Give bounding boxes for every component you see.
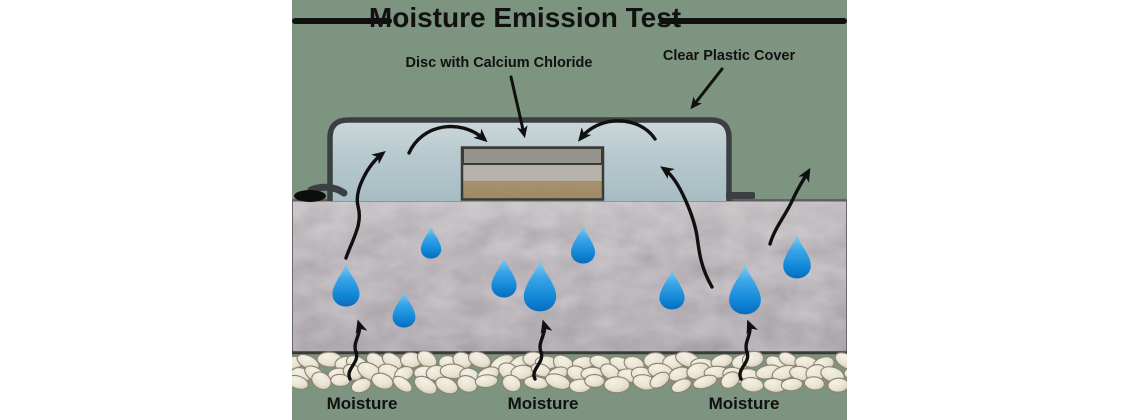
disc-label-leader-arrow xyxy=(509,75,528,139)
gravel-stone xyxy=(435,376,459,395)
arrow-moisture-middle xyxy=(532,319,553,381)
arrow-moisture-right xyxy=(738,319,758,381)
cover-flange-right xyxy=(726,192,755,199)
gravel-stone xyxy=(827,377,847,393)
gravel-stone xyxy=(501,374,522,393)
gravel-stone xyxy=(670,378,692,394)
gravel-stone xyxy=(350,377,372,394)
gravel-stone xyxy=(474,374,499,389)
moisture-label-right: Moisture xyxy=(708,394,780,413)
disc-label: Disc with Calcium Chloride xyxy=(405,55,593,71)
gravel-stone xyxy=(603,376,631,394)
disc-lid xyxy=(462,147,603,165)
moisture-label-middle: Moisture xyxy=(507,394,579,413)
moisture-emission-diagram: Moisture Emission Test Disc with Calcium… xyxy=(292,0,847,420)
arrow-rise-right-into-cover xyxy=(660,166,714,289)
gravel-stone xyxy=(649,371,670,389)
gravel-stone xyxy=(413,375,438,395)
disc-middle-layer xyxy=(463,164,602,181)
cover-outline xyxy=(327,117,732,201)
cover-flange-left xyxy=(307,183,348,197)
arrow-arc-toward-disc-right xyxy=(578,119,657,142)
diagram-title: Moisture Emission Test xyxy=(368,2,682,33)
gravel-stone xyxy=(834,352,847,370)
gravel-layer xyxy=(292,350,847,395)
gravel-stone xyxy=(371,372,394,390)
gravel-stone xyxy=(467,351,492,369)
flow-arrows xyxy=(344,67,811,381)
gravel-stone xyxy=(584,373,606,388)
diagram-canvas xyxy=(292,18,847,395)
arrow-rise-left-into-cover xyxy=(344,151,386,260)
arrow-moisture-left xyxy=(347,319,368,381)
gravel-stone xyxy=(311,371,332,390)
gravel-stone xyxy=(392,375,413,393)
cover-label: Clear Plastic Cover xyxy=(662,48,796,64)
concrete-slab xyxy=(292,199,847,355)
slab-shading xyxy=(293,201,846,352)
gravel-stone xyxy=(330,373,351,388)
gravel-stone xyxy=(803,376,825,391)
gravel-stone xyxy=(843,366,847,381)
gravel-stone xyxy=(292,374,309,390)
gravel-stone xyxy=(692,374,718,390)
disc-outline xyxy=(460,146,605,201)
disc-desiccant-texture xyxy=(463,180,602,199)
arrow-arc-toward-disc-left xyxy=(407,124,488,155)
arrow-rise-outside-cover xyxy=(768,167,811,246)
moisture-label-left: Moisture xyxy=(326,394,398,413)
gravel-stone xyxy=(780,377,804,392)
cover-label-leader-arrow xyxy=(690,67,724,110)
sealant-blob xyxy=(294,190,326,202)
gravel-stone xyxy=(456,375,478,393)
calcium-chloride-disc xyxy=(460,146,605,201)
